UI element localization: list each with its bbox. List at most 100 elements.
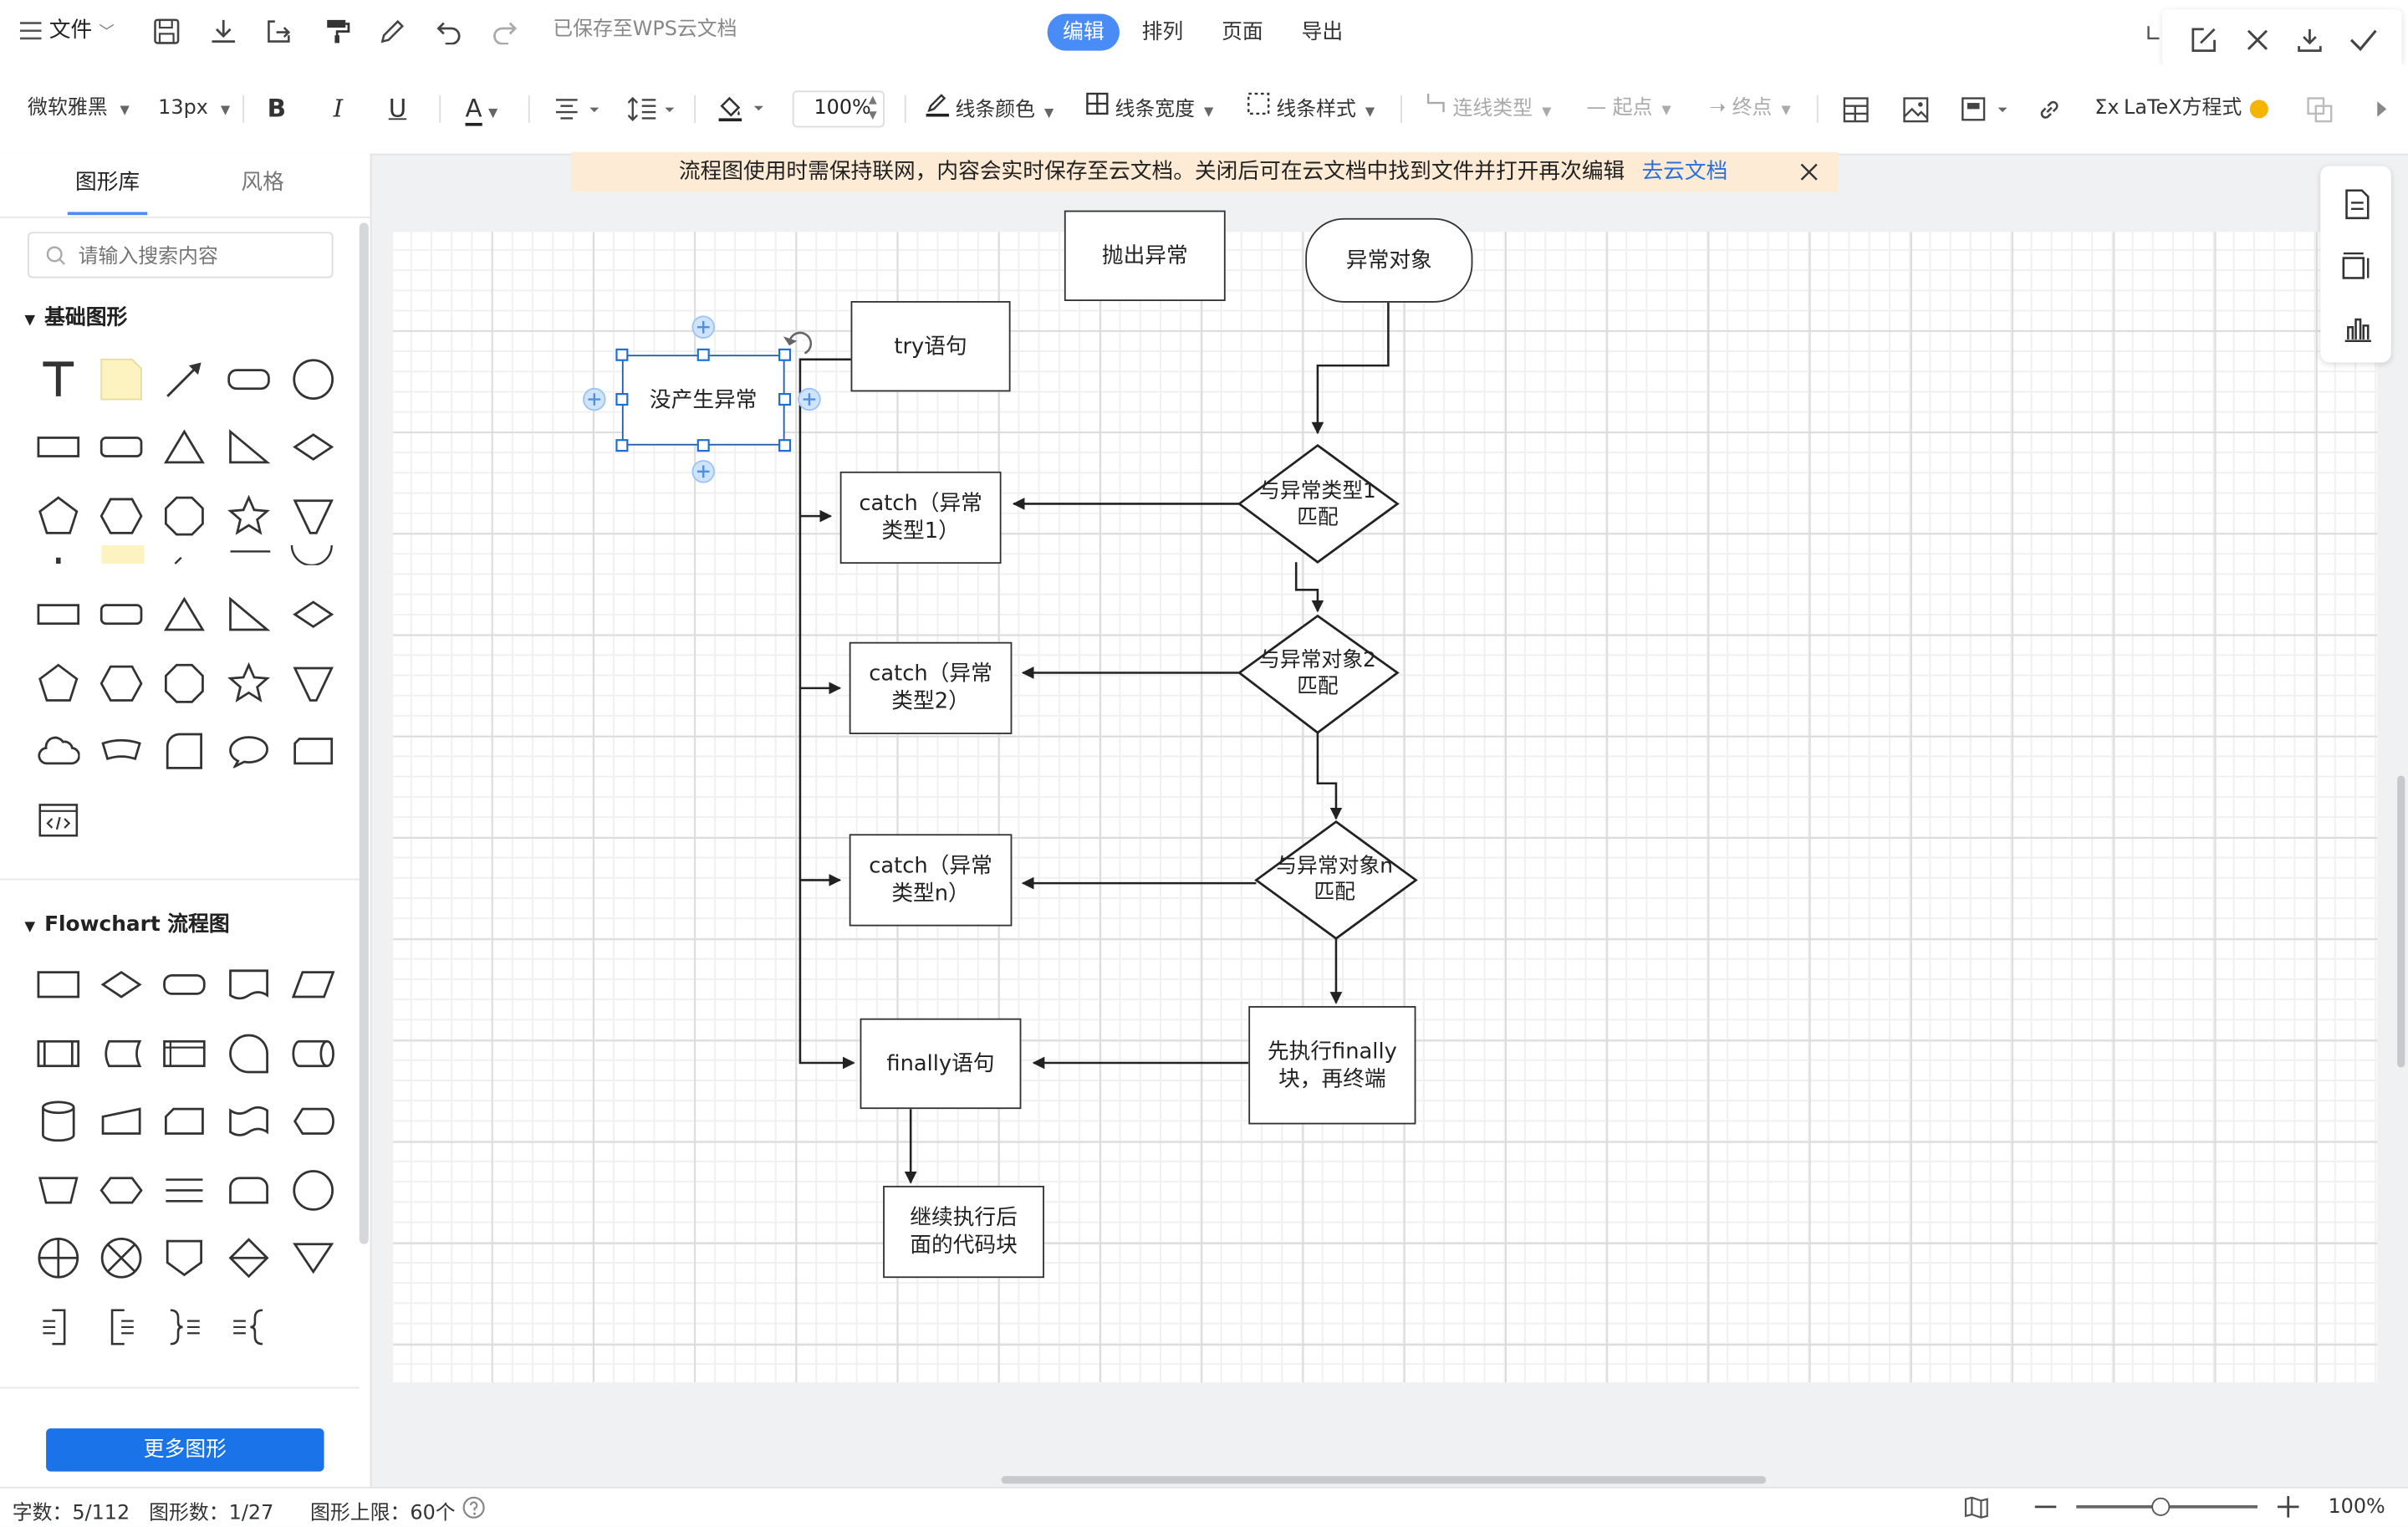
- stored-data-shape-icon[interactable]: [97, 1029, 146, 1079]
- font-size-select[interactable]: 13px ▼: [158, 92, 230, 125]
- triangle-shape-icon[interactable]: [160, 422, 209, 472]
- node-continue-code[interactable]: 继续执行后 面的代码块: [883, 1185, 1044, 1279]
- preparation-shape-icon[interactable]: [97, 1166, 146, 1215]
- diamond-shape-icon[interactable]: [288, 590, 338, 639]
- tab-page[interactable]: 页面: [1222, 19, 1263, 45]
- close-icon[interactable]: [1798, 161, 1820, 183]
- italic-icon[interactable]: I: [333, 94, 344, 123]
- redo-icon[interactable]: [488, 15, 519, 46]
- triangle-shape-icon[interactable]: [160, 590, 209, 639]
- right-triangle-shape-icon[interactable]: [224, 422, 273, 472]
- image-icon[interactable]: [1900, 94, 1931, 125]
- tab-export[interactable]: 导出: [1301, 19, 1344, 45]
- map-icon[interactable]: [1962, 1493, 1990, 1520]
- terminator-shape-icon[interactable]: [160, 960, 209, 1009]
- sequential-data-shape-icon[interactable]: [224, 1029, 273, 1079]
- database-shape-icon[interactable]: [33, 1096, 83, 1146]
- underline-icon[interactable]: U: [388, 94, 407, 123]
- node-exception-object[interactable]: 异常对象: [1305, 217, 1473, 303]
- off-page-connector-shape-icon[interactable]: [160, 1233, 209, 1283]
- document-shape-icon[interactable]: [224, 960, 273, 1009]
- chevron-right-icon[interactable]: [2371, 97, 2393, 121]
- close-icon[interactable]: [2241, 23, 2274, 57]
- funnel-shape-icon[interactable]: [288, 659, 338, 708]
- delay-shape-icon[interactable]: [224, 1166, 273, 1215]
- arrow-shape-icon[interactable]: [160, 355, 209, 404]
- help-icon[interactable]: [461, 1494, 485, 1519]
- horizontal-scrollbar[interactable]: [1001, 1476, 1767, 1484]
- link-icon[interactable]: [2033, 94, 2064, 125]
- hamburger-menu-icon[interactable]: [18, 17, 43, 44]
- node-no-exception[interactable]: 没产生异常: [621, 355, 785, 446]
- zoom-slider-handle[interactable]: [2151, 1497, 2171, 1516]
- save-icon[interactable]: [150, 15, 181, 46]
- undo-icon[interactable]: [433, 15, 464, 46]
- selection-handles[interactable]: [578, 310, 824, 487]
- manual-operation-shape-icon[interactable]: [33, 1166, 83, 1215]
- octagon-shape-icon[interactable]: [160, 659, 209, 708]
- brace-left-shape-icon[interactable]: [224, 1303, 273, 1352]
- pentagon-shape-icon[interactable]: [33, 492, 83, 541]
- line-width-button[interactable]: 线条宽度▼: [1086, 92, 1213, 125]
- hexagon-shape-icon[interactable]: [97, 659, 146, 708]
- node-catch-2[interactable]: catch（异常 类型2）: [849, 641, 1013, 734]
- connector-type-button[interactable]: 连线类型▼: [1425, 92, 1551, 125]
- summing-junction-shape-icon[interactable]: [97, 1233, 146, 1283]
- zoom-out-icon[interactable]: [2032, 1494, 2059, 1519]
- right-triangle-shape-icon[interactable]: [224, 590, 273, 639]
- node-finally-then-stop[interactable]: 先执行finally 块，再终端: [1248, 1006, 1416, 1125]
- more-shapes-button[interactable]: 更多图形: [46, 1428, 324, 1472]
- node-match-1[interactable]: 与异常类型1 匹配: [1241, 479, 1395, 531]
- node-throw-exception[interactable]: 抛出异常: [1064, 210, 1226, 301]
- file-menu[interactable]: 文件 ﹀: [49, 17, 115, 48]
- node-catch-1[interactable]: catch（异常 类型1）: [839, 471, 1002, 564]
- section-flowchart[interactable]: ▼Flowchart 流程图: [24, 906, 229, 937]
- tab-arrange[interactable]: 排列: [1141, 19, 1184, 45]
- node-finally-statement[interactable]: finally语句: [860, 1018, 1022, 1110]
- check-icon[interactable]: [2345, 23, 2382, 57]
- search-box[interactable]: [28, 232, 334, 278]
- wave-banner-shape-icon[interactable]: [97, 727, 146, 776]
- text-shape-icon[interactable]: [33, 355, 83, 404]
- sort-shape-icon[interactable]: [224, 1233, 273, 1283]
- rounded-rect-shape-icon[interactable]: [97, 590, 146, 639]
- annotation-left-shape-icon[interactable]: [97, 1303, 146, 1352]
- diagram-canvas[interactable]: [393, 232, 2378, 1383]
- table-icon[interactable]: [1960, 94, 2012, 125]
- vertical-scrollbar[interactable]: [2397, 775, 2405, 1068]
- line-spacing-icon[interactable]: [626, 94, 678, 125]
- note-shape-icon[interactable]: [97, 355, 146, 404]
- or-shape-icon[interactable]: [33, 1233, 83, 1283]
- start-point-button[interactable]: —起点▼: [1586, 96, 1671, 120]
- node-try-statement[interactable]: try语句: [850, 300, 1011, 392]
- cloud-shape-icon[interactable]: [33, 727, 83, 776]
- code-block-shape-icon[interactable]: [33, 795, 83, 845]
- process-shape-icon[interactable]: [33, 960, 83, 1009]
- brace-right-shape-icon[interactable]: [160, 1303, 209, 1352]
- card-shape-icon[interactable]: [160, 1096, 209, 1146]
- speech-bubble-shape-icon[interactable]: [224, 727, 273, 776]
- internal-storage-shape-icon[interactable]: [160, 1029, 209, 1079]
- star-shape-icon[interactable]: [224, 492, 273, 541]
- decision-shape-icon[interactable]: [97, 960, 146, 1009]
- download-icon[interactable]: [207, 15, 238, 46]
- line-style-button[interactable]: 线条样式▼: [1247, 92, 1375, 125]
- manual-input-shape-icon[interactable]: [97, 1096, 146, 1146]
- star-shape-icon[interactable]: [224, 659, 273, 708]
- node-match-n[interactable]: 与异常对象n 匹配: [1258, 854, 1411, 906]
- punched-tape-shape-icon[interactable]: [224, 1096, 273, 1146]
- rounded-rect-shape-icon[interactable]: [97, 422, 146, 472]
- rounded-rect-shape-icon[interactable]: [224, 355, 273, 404]
- node-match-2[interactable]: 与异常对象2 匹配: [1241, 648, 1395, 700]
- circle-shape-icon[interactable]: [288, 355, 338, 404]
- tab-shape-library[interactable]: 图形库: [74, 170, 140, 196]
- pentagon-shape-icon[interactable]: [33, 659, 83, 708]
- layout-icon[interactable]: [1839, 94, 1870, 125]
- export-icon[interactable]: [263, 15, 293, 46]
- display-shape-icon[interactable]: [288, 1096, 338, 1146]
- hexagon-shape-icon[interactable]: [97, 492, 146, 541]
- sidebar-scrollbar[interactable]: [359, 222, 369, 1244]
- bar-chart-icon[interactable]: [2340, 310, 2374, 344]
- line-color-button[interactable]: 线条颜色▼: [926, 92, 1054, 125]
